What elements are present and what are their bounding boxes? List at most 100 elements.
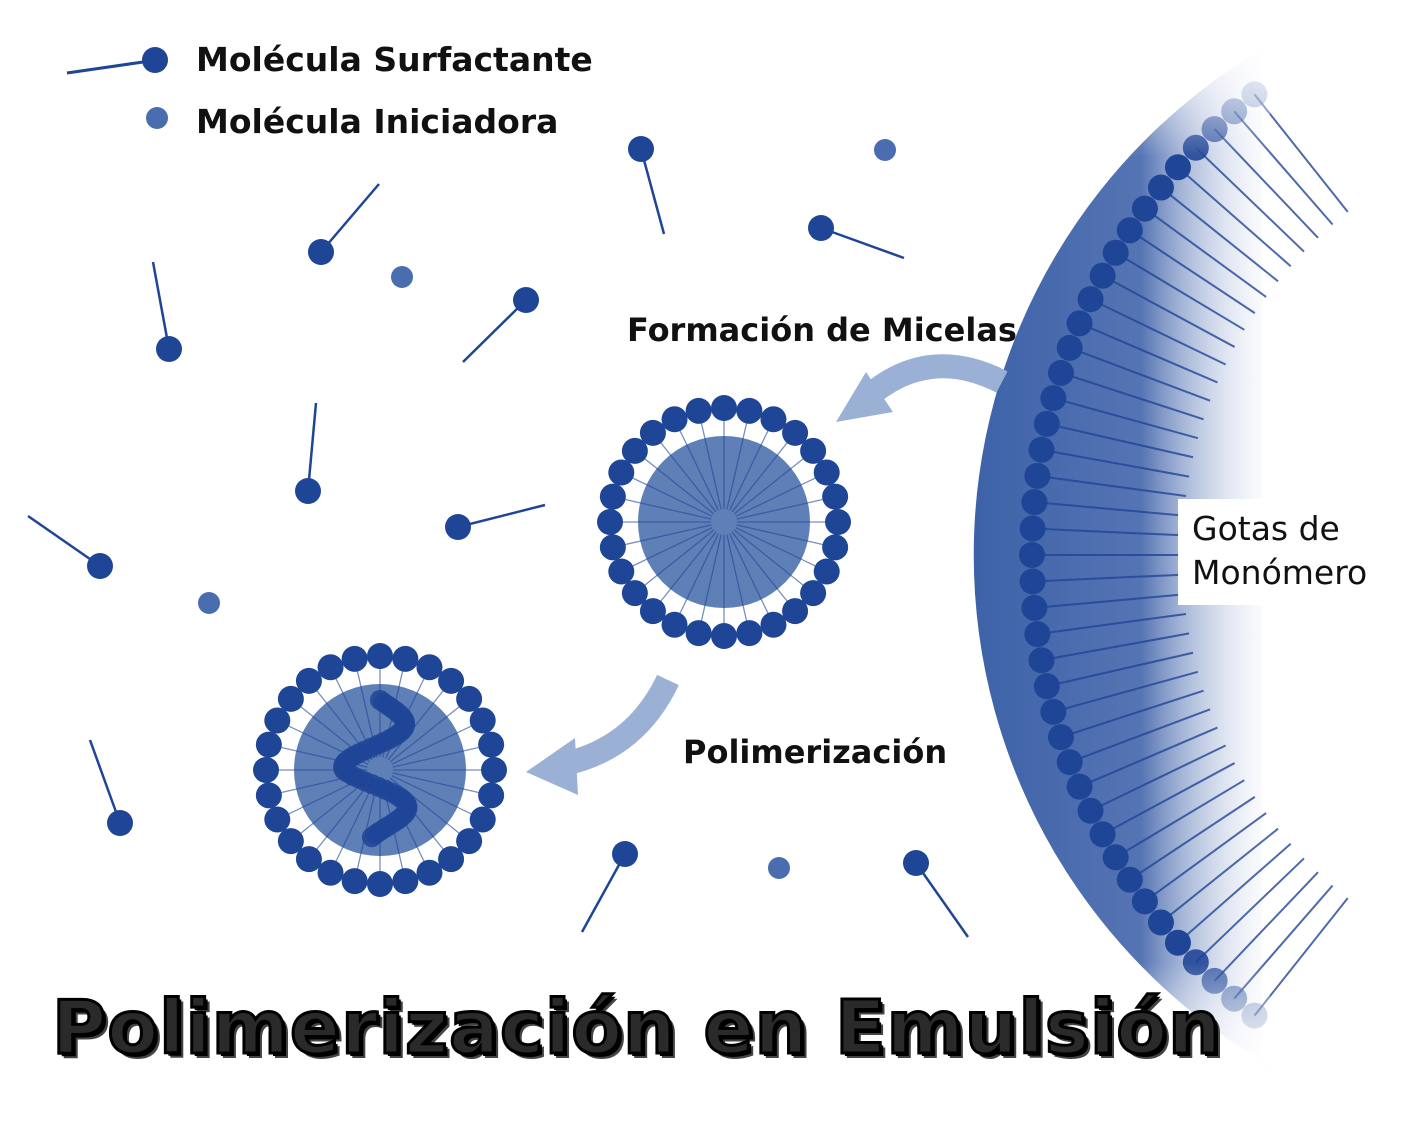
micelle-head — [685, 620, 712, 647]
micelle-head — [711, 395, 737, 421]
micelle-head — [760, 611, 787, 638]
micelle-tail — [308, 779, 373, 860]
micelle-head — [295, 846, 322, 873]
micelle-tail — [726, 410, 751, 510]
surfactant-molecule — [628, 136, 666, 235]
polymerization-label: Polimerización — [683, 733, 948, 771]
micelle-tail — [612, 495, 712, 520]
micelle-head — [317, 654, 344, 681]
micelle-head — [711, 623, 737, 649]
micelle-head — [264, 806, 291, 833]
micelle-head — [608, 558, 635, 585]
micelle-tail — [391, 719, 483, 765]
micelle-tail — [735, 471, 827, 517]
micelle-head — [825, 509, 851, 535]
micelle-polymerizing — [253, 643, 507, 897]
surfactant-head — [107, 810, 133, 836]
micelle-head — [469, 806, 496, 833]
surfactant-head — [295, 478, 321, 504]
legend-initiator-dot — [146, 107, 168, 129]
micelle-tail — [391, 775, 483, 821]
micelle-head — [661, 406, 688, 433]
arrow-to-micelle — [862, 354, 1008, 405]
surfactant-head — [903, 850, 929, 876]
micelle-tail — [387, 680, 452, 761]
micelle-head — [736, 620, 763, 647]
surfactant-tail — [320, 183, 380, 253]
legend-icons — [66, 47, 168, 129]
micelle-head — [416, 859, 443, 886]
surfactant-tail — [580, 853, 627, 933]
arrow-to-polymer — [557, 674, 679, 777]
micelle-tail — [729, 533, 775, 625]
micelle-head — [621, 437, 648, 464]
micelle-head — [478, 782, 505, 809]
micelle-tail — [652, 531, 717, 612]
droplet-tail — [1253, 93, 1349, 213]
micelle-head — [782, 419, 809, 446]
surfactant-molecule — [808, 215, 905, 260]
micelle-head — [317, 859, 344, 886]
micelle-head — [813, 459, 840, 486]
micelle-tail — [673, 419, 719, 511]
micelle-head — [255, 782, 282, 809]
micelle-tail — [634, 450, 715, 515]
micelle-head — [782, 598, 809, 625]
micelle-head — [367, 643, 393, 669]
micelle-head — [277, 828, 304, 855]
micelle-head — [392, 645, 419, 672]
surfactant-head — [628, 136, 654, 162]
micelle-head — [469, 707, 496, 734]
micelle-tail — [621, 527, 713, 573]
micelle-tail — [731, 432, 796, 513]
surfactant-molecule — [308, 183, 380, 265]
micelle-head — [661, 611, 688, 638]
micelle-head — [255, 731, 282, 758]
legend-surfactant-head — [142, 47, 168, 73]
micelle-tail — [733, 450, 814, 515]
micelle-head — [392, 868, 419, 895]
surfactant-head — [808, 215, 834, 241]
surfactant-molecule — [27, 514, 113, 579]
surfactant-tail — [88, 739, 122, 824]
micelle-head — [341, 868, 368, 895]
main-title: Polimerización en Emulsión — [51, 984, 1223, 1073]
micelle-head — [685, 397, 712, 424]
surfactant-molecule — [903, 850, 970, 938]
micelle-head — [639, 598, 666, 625]
micelle-head — [481, 757, 507, 783]
surfactant-molecule — [462, 287, 539, 363]
process-arrows — [526, 354, 1008, 795]
micelle-head — [639, 419, 666, 446]
micelle-tail — [621, 471, 713, 517]
micelle-head — [253, 757, 279, 783]
micelle-head — [438, 667, 465, 694]
micelle-head — [277, 685, 304, 712]
micelle-tail — [612, 524, 712, 549]
micelle-core — [638, 436, 810, 608]
micelle-tail — [290, 777, 371, 842]
surfactant-tail — [457, 503, 546, 529]
initiator-molecule — [198, 592, 220, 614]
micelle-tail — [736, 495, 836, 520]
droplet-tail — [1253, 897, 1349, 1017]
initiator-molecule — [768, 857, 790, 879]
micelle-head — [599, 483, 626, 510]
micelle-head — [813, 558, 840, 585]
micelle-head — [264, 707, 291, 734]
micelle-tail — [697, 534, 722, 634]
micelle-head — [822, 483, 849, 510]
initiator-molecule — [391, 266, 413, 288]
surfactant-tail — [462, 299, 527, 363]
surfactant-molecule — [445, 503, 546, 540]
micelle-tail — [733, 529, 814, 594]
micelle-head — [341, 645, 368, 672]
surfactant-molecule — [295, 402, 321, 504]
arrow-to-polymer-head — [526, 738, 578, 795]
micelle-head — [456, 828, 483, 855]
micelle-tail — [673, 533, 719, 625]
legend-surfactant-tail — [66, 59, 151, 75]
surfactant-molecule — [88, 739, 133, 836]
micelle-head — [800, 580, 827, 607]
legend-initiator-label: Molécula Iniciadora — [196, 102, 559, 141]
